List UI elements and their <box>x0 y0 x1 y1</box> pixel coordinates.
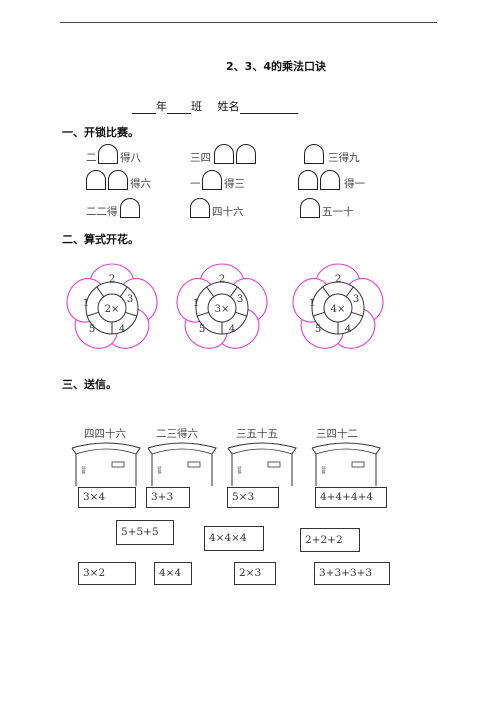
flower-petal-number: 2 <box>335 274 341 285</box>
flower-divider <box>229 286 238 297</box>
lock-blank[interactable] <box>190 198 210 218</box>
letter-card[interactable]: 5+5+5 <box>116 520 174 545</box>
flower-divider <box>96 286 105 297</box>
flower-petal-number: 2 <box>109 274 115 285</box>
class-label: 班 <box>191 100 202 113</box>
flower-divider <box>235 311 247 317</box>
mailbox[interactable]: 邮箱 <box>147 442 217 486</box>
lock-blank[interactable] <box>320 170 340 190</box>
flower-petal-number: 4 <box>345 324 351 335</box>
flower-petal-number: 1 <box>193 298 199 309</box>
flower: 3× 2 3 4 5 1 <box>176 263 268 349</box>
flower: 4× 2 3 4 5 1 <box>292 263 384 349</box>
flower-petal-number: 5 <box>315 324 321 335</box>
mailbox-label: 邮箱 <box>82 465 87 475</box>
mailbox-poem: 四四十六 <box>84 428 126 440</box>
lock-item-a-pre: 二 <box>86 152 97 164</box>
mailbox-label: 邮箱 <box>158 465 163 475</box>
section2-heading: 二、算式开花。 <box>62 233 139 246</box>
student-info: 年 班 姓名 <box>132 98 298 114</box>
flower-divider <box>87 311 99 317</box>
mailbox-poem: 三四十二 <box>316 428 358 440</box>
letter-card[interactable]: 2×3 <box>234 562 276 585</box>
flower: 2× 2 3 4 5 1 <box>66 263 158 349</box>
lock-blank[interactable] <box>98 144 118 164</box>
lock-item-g-pre: 二二得 <box>86 206 118 218</box>
lock-blank[interactable] <box>108 170 128 190</box>
class-blank[interactable] <box>167 101 191 114</box>
lock-item-i-post: 五一十 <box>322 206 354 218</box>
lock-blank[interactable] <box>86 170 106 190</box>
flower-divider <box>125 311 137 317</box>
flower-divider <box>351 311 363 317</box>
flower-divider <box>313 311 325 317</box>
mailbox[interactable]: 邮箱 <box>71 442 141 486</box>
section1-heading: 一、开锁比赛。 <box>62 126 139 139</box>
lock-item-h-post: 四十六 <box>212 206 244 218</box>
lock-blank[interactable] <box>300 198 320 218</box>
lock-item-a-post: 得八 <box>120 152 141 164</box>
flower-petal-number: 1 <box>309 298 315 309</box>
flower-center-label: 3× <box>215 304 230 315</box>
letter-card[interactable]: 2+2+2 <box>300 528 360 552</box>
letter-card[interactable]: 3×4 <box>78 487 136 508</box>
flower-petal-number: 4 <box>119 324 125 335</box>
flower-center-label: 2× <box>105 304 120 315</box>
section3-heading: 三、送信。 <box>62 378 117 391</box>
flower-petal-number: 4 <box>229 324 235 335</box>
mailbox-slot <box>187 461 201 468</box>
lock-item-d-post: 得六 <box>130 178 151 190</box>
flower-petal-number: 3 <box>127 294 133 305</box>
mailbox[interactable]: 邮箱 <box>227 442 297 486</box>
flower-petal-number: 5 <box>89 324 95 335</box>
lock-blank[interactable] <box>298 170 318 190</box>
letter-card[interactable]: 4×4 <box>154 562 192 585</box>
lock-blank[interactable] <box>214 144 234 164</box>
flower-center-label: 4× <box>331 304 346 315</box>
name-blank[interactable] <box>239 101 298 114</box>
mailbox-poem: 三五十五 <box>236 428 278 440</box>
flowers-area: 2× 2 3 4 5 1 3× 2 3 4 5 1 4× 2 3 4 5 1 <box>66 263 384 349</box>
lock-item-e-pre: 一 <box>190 178 201 190</box>
flower-petal-number: 3 <box>237 294 243 305</box>
lock-item-c-post: 三得九 <box>328 152 360 164</box>
year-blank[interactable] <box>132 101 156 114</box>
flower-petal-number: 2 <box>219 274 225 285</box>
mailboxes: 邮箱 邮箱 邮箱 邮箱 <box>71 442 381 486</box>
top-rule <box>60 22 437 23</box>
flower-petal-number: 3 <box>353 294 359 305</box>
flower-divider <box>119 286 128 297</box>
letter-card[interactable]: 3+3+3+3 <box>314 562 390 585</box>
year-label: 年 <box>156 100 167 113</box>
lock-item-e-post: 得三 <box>224 178 245 190</box>
page-title: 2、3、4的乘法口诀 <box>226 60 326 73</box>
letter-card[interactable]: 3+3 <box>146 487 190 508</box>
name-label: 姓名 <box>217 100 240 113</box>
lock-item-f-post: 得一 <box>344 178 365 190</box>
flower-divider <box>197 311 209 317</box>
flower-divider <box>345 286 354 297</box>
lock-blank[interactable] <box>236 144 256 164</box>
letter-card[interactable]: 4×4×4 <box>204 526 264 551</box>
letter-card[interactable]: 5×3 <box>227 487 279 508</box>
lock-blank[interactable] <box>202 170 222 190</box>
mailbox-label: 邮箱 <box>238 465 243 475</box>
mailbox-label: 邮箱 <box>322 465 327 475</box>
mailbox-slot <box>111 461 125 468</box>
lock-item-b-pre: 三四 <box>190 152 211 164</box>
lock-blank[interactable] <box>120 198 140 218</box>
letter-card[interactable]: 4+4+4+4 <box>315 487 387 508</box>
mailbox-poem: 二三得六 <box>156 428 198 440</box>
flower-divider <box>322 286 331 297</box>
lock-blank[interactable] <box>304 144 324 164</box>
flower-divider <box>206 286 215 297</box>
mailbox[interactable]: 邮箱 <box>311 442 381 486</box>
mailbox-slot <box>351 461 365 468</box>
letter-card[interactable]: 3×2 <box>78 562 136 585</box>
flower-petal-number: 1 <box>83 298 89 309</box>
mailbox-slot <box>267 461 281 468</box>
flower-petal-number: 5 <box>199 324 205 335</box>
